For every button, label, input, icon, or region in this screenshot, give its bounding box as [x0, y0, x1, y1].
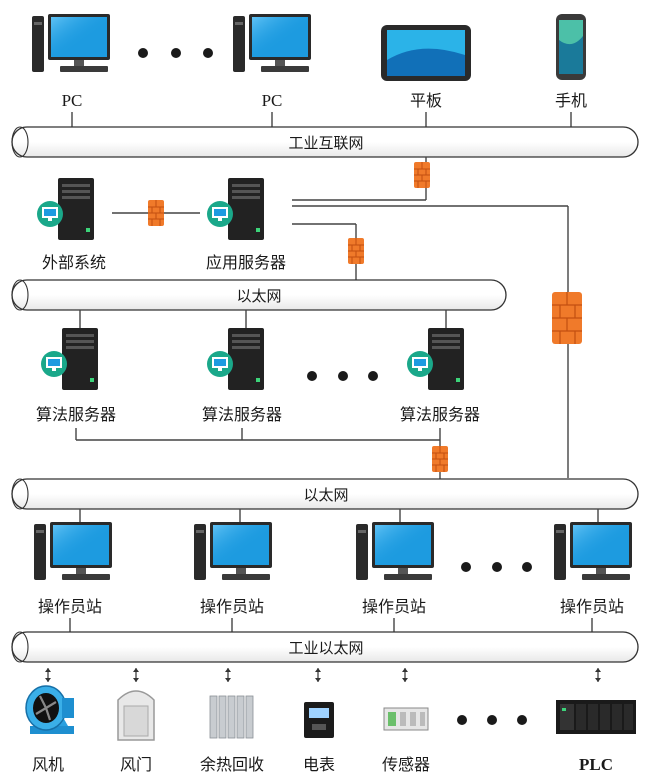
bidirectional-arrow-icon	[44, 667, 52, 683]
label-tablet: 平板	[410, 91, 442, 110]
label-heat-recovery: 余热回收	[200, 755, 264, 774]
firewall-icon	[413, 161, 431, 189]
label-sensor: 传感器	[382, 755, 430, 774]
label-algo-server-3: 算法服务器	[400, 405, 480, 424]
smartphone-icon	[556, 14, 586, 80]
fan-icon	[25, 685, 74, 734]
electric-meter-icon	[304, 702, 334, 738]
pc-icon-station-4	[554, 522, 632, 580]
bus-label: 以太网	[303, 486, 348, 504]
label-operator-station-2: 操作员站	[200, 597, 264, 616]
label-phone: 手机	[555, 91, 587, 110]
server-icon-algo-3	[407, 328, 464, 390]
dots-servers	[307, 371, 378, 381]
label-algo-server-1: 算法服务器	[36, 405, 116, 424]
pc-icon-2	[233, 14, 311, 72]
firewall-icon	[347, 237, 365, 265]
tablet-icon	[381, 25, 471, 81]
dots-clients	[138, 48, 213, 58]
label-operator-station-4: 操作员站	[560, 597, 624, 616]
pc-icon-station-3	[356, 522, 434, 580]
firewall-pattern	[552, 292, 582, 344]
dots-stations	[461, 562, 532, 572]
pc-icon-station-1	[34, 522, 112, 580]
pc-icon-1	[32, 14, 110, 72]
label-operator-station-3: 操作员站	[362, 597, 426, 616]
sensor-icon	[383, 707, 429, 731]
plc-icon	[556, 700, 636, 734]
label-plc: PLC	[579, 755, 613, 774]
bidirectional-arrow-icon	[132, 667, 140, 683]
label-damper: 风门	[120, 755, 152, 774]
label-pc-2: PC	[262, 91, 283, 110]
bus-label: 工业互联网	[288, 134, 363, 152]
server-icon-app	[207, 178, 264, 240]
bus-label: 以太网	[236, 287, 281, 305]
label-app-server: 应用服务器	[206, 253, 286, 272]
server-icon-algo-2	[207, 328, 264, 390]
pc-icon-station-2	[194, 522, 272, 580]
bus-industrial-ethernet: 工业以太网	[11, 631, 639, 663]
bus-industrial-internet: 工业互联网	[11, 126, 639, 158]
damper-icon	[117, 690, 155, 741]
bus-label: 工业以太网	[288, 639, 363, 657]
bus-ethernet-lower: 以太网	[11, 478, 639, 510]
bidirectional-arrow-icon	[594, 667, 602, 683]
bidirectional-arrow-icon	[401, 667, 409, 683]
dots-devices	[457, 715, 527, 725]
bidirectional-arrow-icon	[314, 667, 322, 683]
label-pc-1: PC	[62, 91, 83, 110]
label-external-system: 外部系统	[42, 253, 106, 272]
server-icon-external	[37, 178, 94, 240]
bus-ethernet-upper: 以太网	[11, 279, 507, 311]
label-fan: 风机	[32, 755, 64, 774]
server-icon-algo-1	[41, 328, 98, 390]
label-operator-station-1: 操作员站	[38, 597, 102, 616]
heat-recovery-icon	[209, 695, 254, 739]
label-algo-server-2: 算法服务器	[202, 405, 282, 424]
firewall-icon	[431, 445, 449, 473]
bidirectional-arrow-icon	[224, 667, 232, 683]
firewall-icon	[147, 199, 165, 227]
label-meter: 电表	[303, 755, 335, 774]
